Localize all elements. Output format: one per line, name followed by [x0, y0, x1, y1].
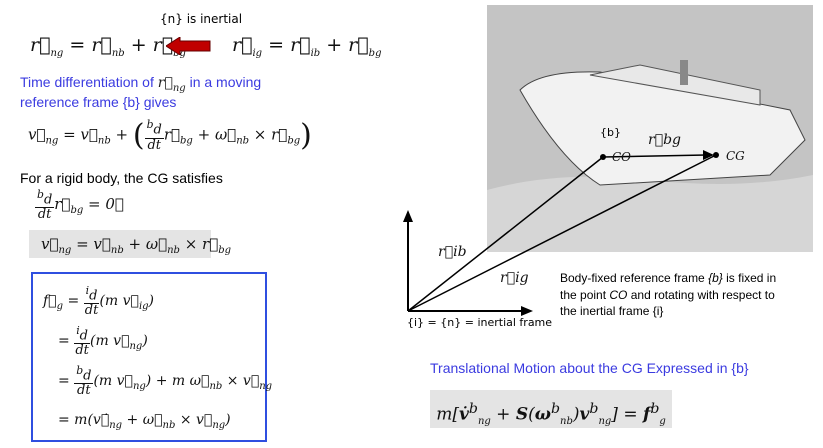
- label-rig: r⃗ig: [500, 270, 529, 286]
- sea: [487, 175, 813, 252]
- rigid-body-text: For a rigid body, the CG satisfies: [20, 170, 223, 186]
- frame-label: {i} = {n} = inertial frame: [407, 316, 553, 329]
- label-rbg: r⃗bg: [648, 132, 682, 148]
- axis-right-arrow-icon: [521, 306, 533, 316]
- caption-text: the point: [560, 287, 607, 302]
- caption-text: {b}: [708, 271, 723, 285]
- caption-text: and rotating with respect to: [630, 287, 775, 302]
- intro-text: Time differentiation of: [20, 74, 154, 90]
- intro-line-2: reference frame {b} gives: [20, 94, 177, 110]
- label-b: {b}: [600, 126, 621, 139]
- left-arrow-icon: [166, 37, 211, 55]
- intro-line-1: Time differentiation of r⃗ng in a moving: [20, 74, 262, 94]
- vector-rbg-arrowhead-icon: [703, 150, 714, 160]
- intro-text: in a moving: [189, 74, 262, 90]
- ship-superstructure: [589, 64, 761, 106]
- derivation-line-4: = m(v⃗̇ng + ω⃗nb × v⃗ng): [58, 412, 231, 431]
- caption-text: Body-fixed reference frame: [560, 271, 705, 285]
- label-cg: CG: [726, 149, 745, 163]
- caption-text: CO: [609, 287, 628, 302]
- position-equation-n: r⃗ng = r⃗nb + r⃗bg: [30, 34, 186, 59]
- inertial-note: {n} is inertial: [160, 12, 243, 26]
- result-title: Translational Motion about the CG Expres…: [430, 360, 749, 376]
- ship-mast: [680, 60, 688, 85]
- axis-up-arrow-icon: [403, 210, 413, 222]
- position-equation-i: r⃗ig = r⃗ib + r⃗bg: [232, 34, 382, 59]
- vector-rig: [407, 155, 715, 312]
- result-equation: m[v̇bng + S(ωbnb)vbng] = fbg: [430, 390, 672, 428]
- label-co: CO: [612, 150, 632, 164]
- caption-text: the inertial frame {i}: [560, 304, 664, 318]
- vector-rib: [407, 156, 604, 312]
- caption: Body-fixed reference frame {b} is fixed …: [560, 270, 776, 320]
- label-rib: r⃗ib: [438, 244, 467, 260]
- cg-point: [713, 152, 719, 158]
- vector-rbg: [602, 154, 707, 158]
- co-point: [600, 154, 606, 160]
- caption-text: is fixed in: [726, 271, 777, 285]
- rigid-equation-2: v⃗ng = v⃗nb + ω⃗nb × r⃗bg: [29, 230, 231, 258]
